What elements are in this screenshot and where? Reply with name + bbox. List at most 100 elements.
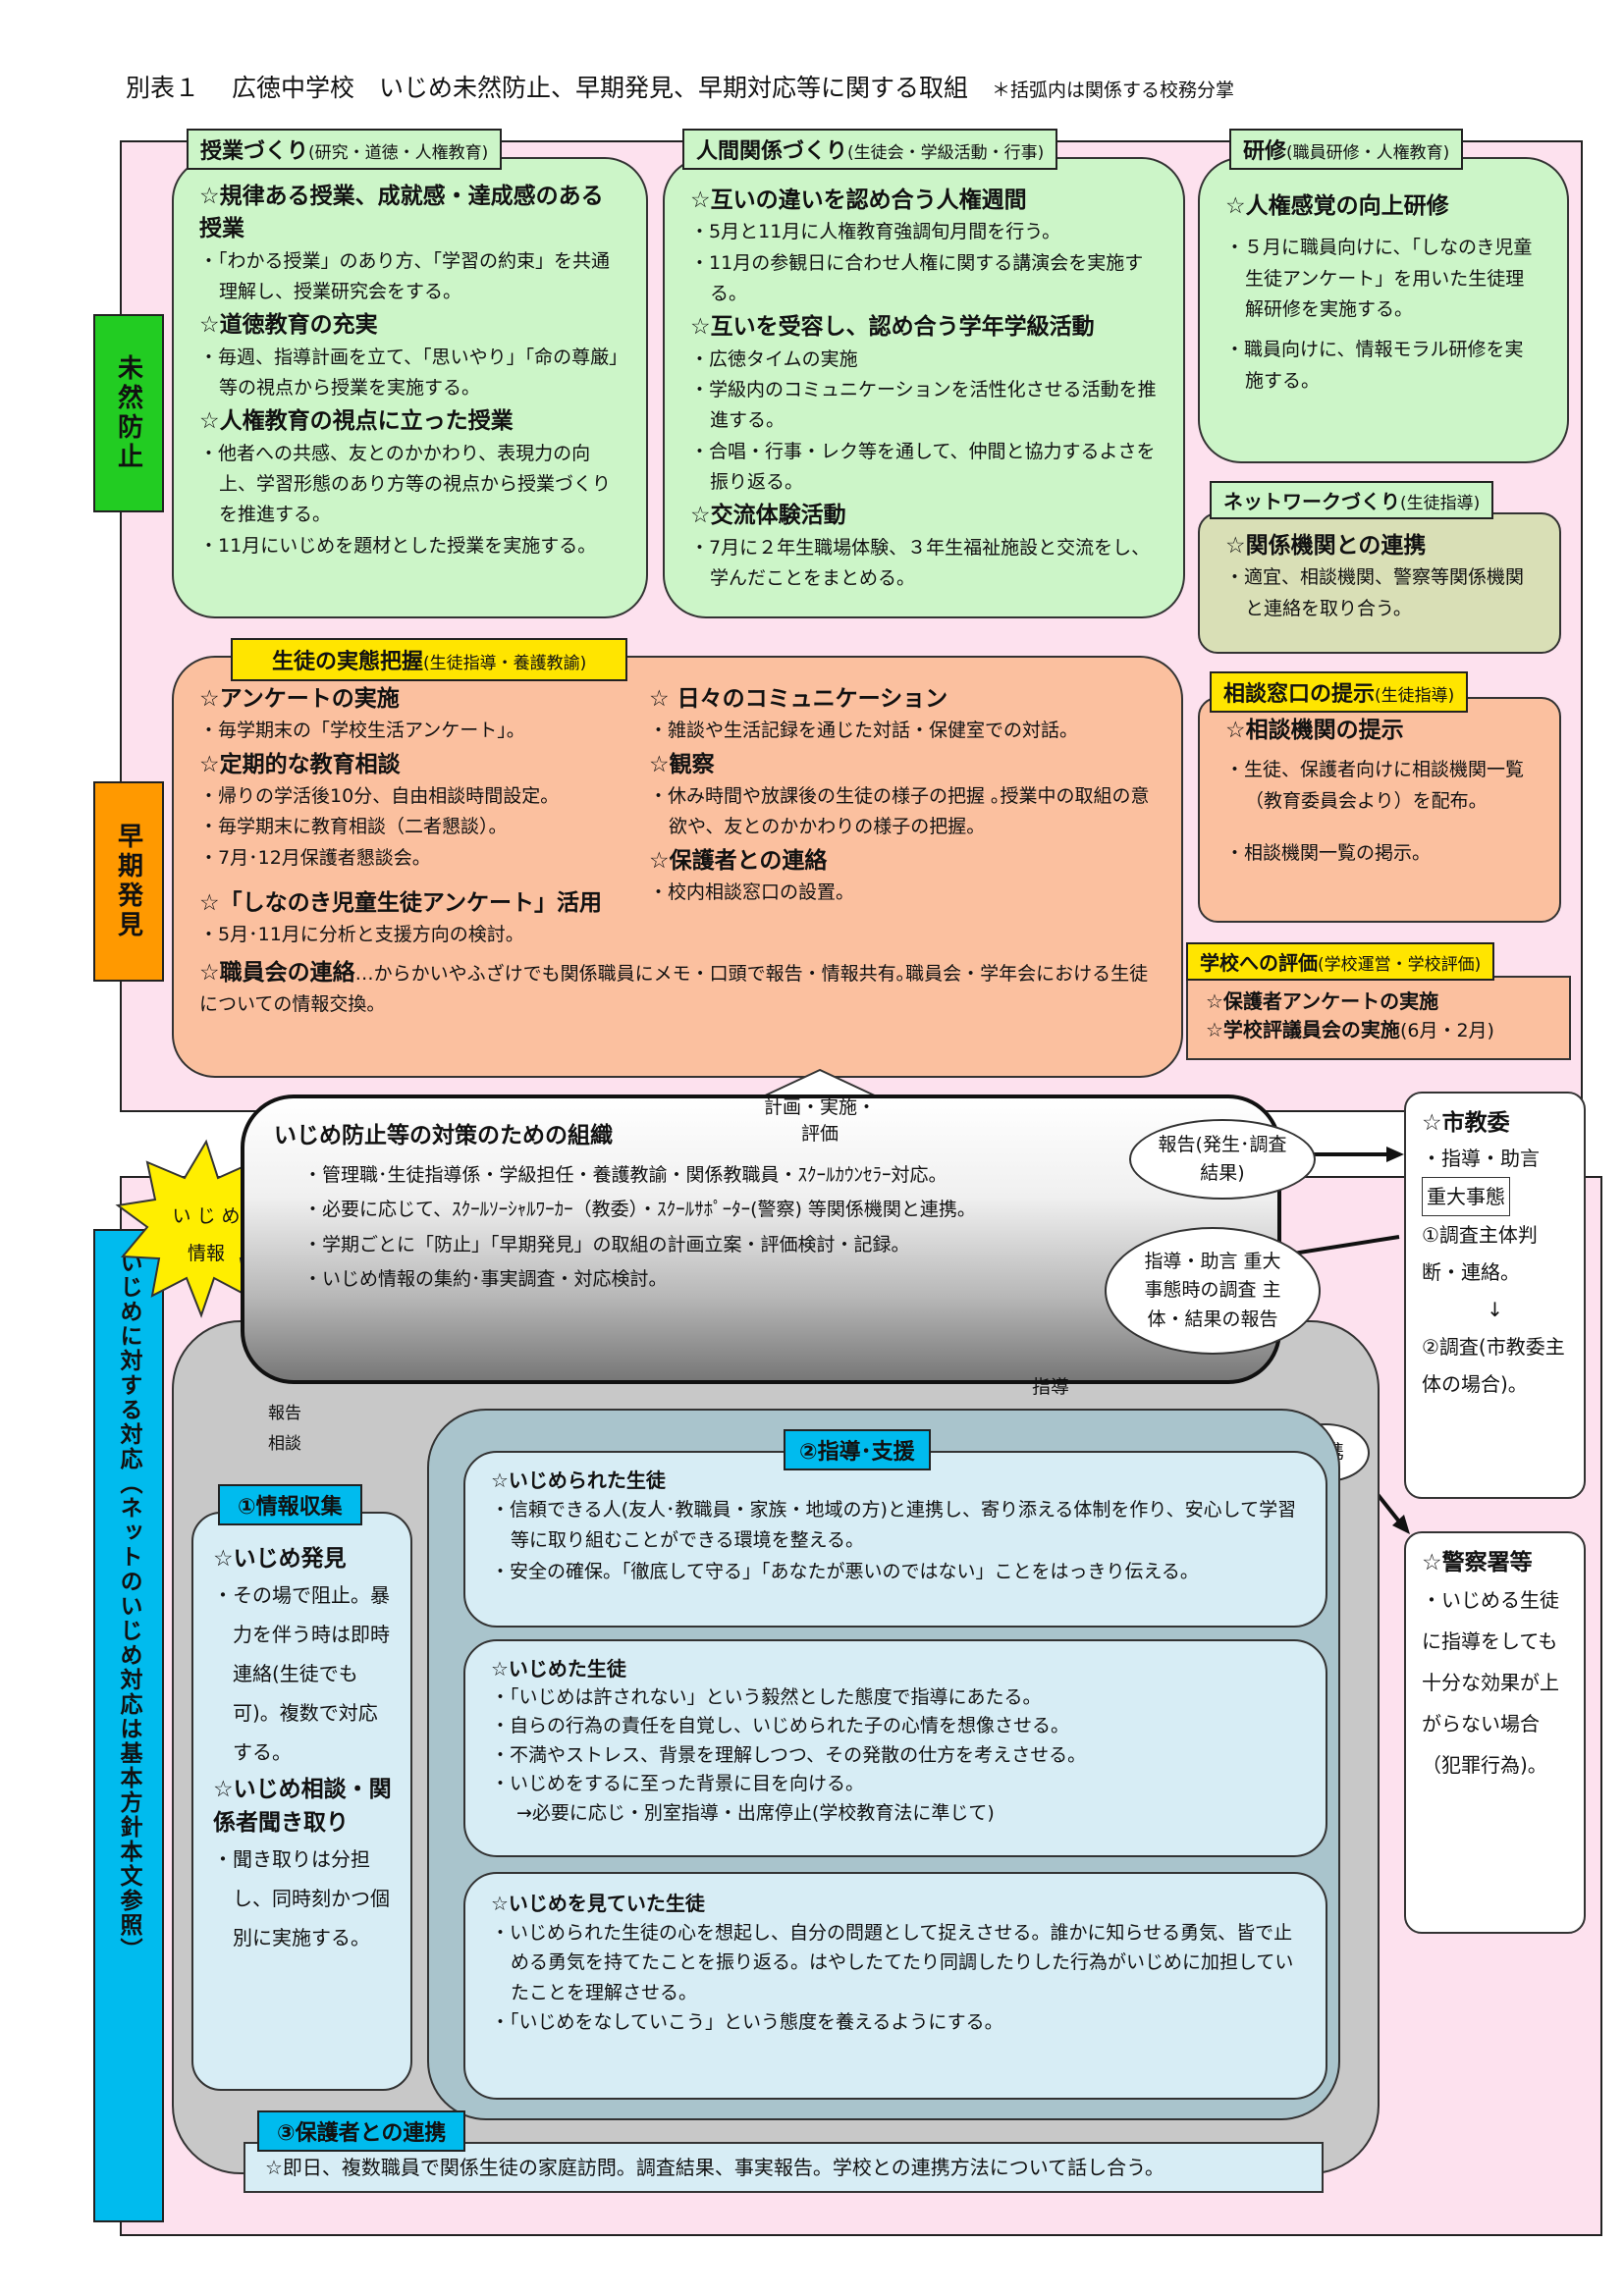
parents-item-1: ☆即日、複数職員で関係生徒の家庭訪問。調査結果、事実報告。学校との連携方法につい…	[265, 2156, 1164, 2179]
victim-box: ☆いじめられた生徒 信頼できる人(友人･教職員・家族・地域の方)と連携し、寄り添…	[463, 1451, 1327, 1628]
title-note: ＊括弧内は関係する校務分掌	[991, 80, 1234, 101]
situation-item-7: 休み時間や放課後の生徒の様子の把握 ｡授業中の取組の意欲や、友とのかかわりの様子…	[649, 781, 1156, 843]
training-header-sub: (職員研修・人権教育)	[1286, 143, 1450, 163]
evaluation-header-sub: (学校運営・学校評価)	[1318, 955, 1482, 975]
bully-heading: ☆いじめた生徒	[491, 1657, 626, 1681]
bully-item-4: いじめをするに至った背景に目を向ける。	[491, 1770, 1300, 1798]
info-header: ①情報収集	[218, 1484, 362, 1525]
bystander-item-2: 「いじめをなしていこう」という態度を養えるようにする。	[491, 2007, 1300, 2037]
lessons-item-1: 「わかる授業」のあり方、「学習の約束」を共通理解し、授業研究会をする。	[199, 246, 621, 308]
city-board-heading: ☆市教委	[1422, 1110, 1510, 1136]
info-item-2: 聞き取りは分担し、同時刻かつ個別に実施する。	[213, 1840, 393, 1957]
consult-header: 相談窓口の提示(生徒指導)	[1210, 671, 1469, 713]
situation-item-2: 帰りの学活後10分、自由相談時間設定。	[199, 781, 631, 812]
situation-header-sub: (生徒指導・養護教諭)	[423, 654, 587, 673]
bully-box: ☆いじめた生徒 「いじめは許されない」という毅然とした態度で指導にあたる。 自ら…	[463, 1639, 1327, 1857]
situation-heading-5: ☆ 日々のコミュニケーション	[649, 686, 948, 712]
bystander-box: ☆いじめを見ていた生徒 いじめられた生徒の心を想起し、自分の問題として捉えさせる…	[463, 1872, 1327, 2100]
bystander-item-1: いじめられた生徒の心を想起し、自分の問題として捉えさせる。誰かに知らせる勇気、皆…	[491, 1918, 1300, 2007]
relations-header-title: 人間関係づくり	[696, 139, 848, 164]
lessons-item-2: 毎週、指導計画を立て、「思いやり」「命の尊厳」等の視点から授業を実施する。	[199, 343, 621, 404]
info-heading-2: ☆いじめ相談・関係者聞き取り	[213, 1777, 392, 1836]
side-label-early-detection: 早期発見	[93, 781, 164, 982]
consult-box: ☆相談機関の提示 生徒、保護者向けに相談機関一覧（教育委員会より）を配布。 相談…	[1198, 697, 1561, 923]
training-item-2: 職員向けに、情報モラル研修を実施する。	[1225, 335, 1542, 397]
network-header: ネットワークづくり(生徒指導)	[1210, 481, 1494, 519]
situation-box: ☆アンケートの実施 毎学期末の「学校生活アンケート」。 ☆定期的な教育相談 帰り…	[172, 656, 1183, 1078]
lessons-header-title: 授業づくり	[200, 139, 309, 164]
situation-heading-6: ☆観察	[649, 751, 715, 777]
consult-item-1: 生徒、保護者向けに相談機関一覧（教育委員会より）を配布。	[1225, 755, 1534, 817]
city-board-arrow: ↓	[1487, 1298, 1503, 1322]
consult-item-2: 相談機関一覧の掲示。	[1225, 838, 1534, 869]
report-arrow-label-2: 相談	[268, 1433, 301, 1454]
lessons-heading-1: ☆規律ある授業、成就感・達成感のある授業	[199, 184, 604, 242]
parents-header: ③保護者との連携	[257, 2110, 466, 2152]
situation-item-8: 校内相談窓口の設置。	[649, 878, 1156, 908]
report-arrow-head	[1386, 1147, 1404, 1162]
relations-header: 人間関係づくり(生徒会・学級活動・行事)	[682, 129, 1058, 170]
lessons-item-4: 11月にいじめを題材とした授業を実施する。	[199, 531, 621, 561]
evaluation-item-2: ☆学校評議員会の実施	[1206, 1018, 1400, 1041]
police-box: ☆警察署等 ・いじめる生徒に指導をしても十分な効果が上がらない場合（犯罪行為)。	[1404, 1531, 1586, 1934]
relations-header-sub: (生徒会・学級活動・行事)	[847, 143, 1045, 163]
relations-item-3: 広徳タイムの実施	[690, 345, 1158, 375]
info-item-1: その場で阻止。暴力を伴う時は即時連絡(生徒でも可)。複数で対応する。	[213, 1575, 393, 1772]
organization-title: いじめ防止等の対策のための組織	[274, 1123, 613, 1148]
victim-item-1: 信頼できる人(友人･教職員・家族・地域の方)と連携し、寄り添える体制を作り、安心…	[491, 1495, 1300, 1557]
guidance-bubble: 指導・助言 重大事態時の調査 主体・結果の報告	[1105, 1227, 1321, 1355]
evaluation-header-title: 学校への評価	[1200, 951, 1318, 975]
training-header: 研修(職員研修・人権教育)	[1229, 129, 1464, 170]
lessons-box: ☆規律ある授業、成就感・達成感のある授業 「わかる授業」のあり方、「学習の約束」…	[172, 157, 648, 618]
side-label-prevention: 未然防止	[93, 314, 164, 512]
situation-item-1: 毎学期末の「学校生活アンケート」。	[199, 716, 631, 746]
relations-box: ☆互いの違いを認め合う人権週間 5月と11月に人権教育強調旬月間を行う。 11月…	[663, 157, 1185, 618]
bully-item-1: 「いじめは許されない」という毅然とした態度で指導にあたる。	[491, 1683, 1300, 1712]
bully-item-5: →必要に応じ・別室指導・出席停止(学校教育法に準じて)	[516, 1801, 995, 1824]
bully-item-3: 不満やストレス、背景を理解しつつ、その発散の仕方を考えさせる。	[491, 1741, 1300, 1770]
city-board-item-1: ・指導・助言	[1422, 1147, 1540, 1171]
burst-label-2: 情報	[187, 1243, 225, 1264]
organization-box: いじめ防止等の対策のための組織 管理職･生徒指導係・学級担任・養護教諭・関係教職…	[241, 1095, 1281, 1384]
city-board-item-4: ②調査(市教委主体の場合)。	[1422, 1335, 1565, 1397]
organization-item-3: 学期ごとに「防止」「早期発見」の取組の計画立案・評価検討・記録。	[303, 1228, 1238, 1262]
bully-item-2: 自らの行為の責任を自覚し、いじめられた子の心情を想像させる。	[491, 1712, 1300, 1740]
situation-item-6: 雑談や生活記録を通じた対話・保健室での対話。	[649, 716, 1156, 746]
situation-item-4: 7月･12月保護者懇談会。	[199, 843, 631, 874]
network-header-sub: (生徒指導)	[1400, 494, 1481, 513]
consult-header-sub: (生徒指導)	[1375, 686, 1455, 706]
situation-heading-4-detail: …からかいやふざけでも関係職員にメモ・口頭で報告・情報共有｡職員会・学年会におけ…	[199, 962, 1149, 1016]
relations-item-6: 7月に２年生職場体験、３年生福祉施設と交流をし、学んだことをまとめる。	[690, 533, 1158, 595]
lessons-item-3: 他者への共感、友とのかかわり、表現力の向上、学習形態のあり方等の視点から授業づく…	[199, 439, 621, 531]
situation-heading-2: ☆定期的な教育相談	[199, 751, 401, 777]
relations-item-5: 合唱・行事・レク等を通して、仲間と協力するよさを振り返る。	[690, 437, 1158, 499]
network-heading-1: ☆関係機関との連携	[1225, 533, 1427, 559]
plan-label: 計画・実施・評価	[763, 1096, 876, 1145]
victim-heading: ☆いじめられた生徒	[491, 1468, 666, 1492]
relations-heading-2: ☆互いを受容し、認め合う学年学級活動	[690, 314, 1095, 341]
city-board-item-2: 重大事態	[1422, 1177, 1510, 1217]
situation-item-5: 5月･11月に分析と支援方向の検討。	[199, 920, 631, 950]
situation-heading-3: ☆「しなのき児童生徒アンケート」活用	[199, 890, 603, 917]
organization-item-4: いじめ情報の集約･事実調査・対応検討。	[303, 1262, 1238, 1297]
organization-item-2: 必要に応じて、ｽｸｰﾙｿｰｼｬﾙﾜｰｶｰ（教委）・ｽｸｰﾙｻﾎﾟｰﾀｰ(警察) …	[303, 1193, 1238, 1227]
training-box: ☆人権感覚の向上研修 ５月に職員向けに、「しなのき児童生徒アンケート」を用いた生…	[1198, 157, 1569, 463]
training-heading-1: ☆人権感覚の向上研修	[1225, 193, 1449, 219]
situation-header: 生徒の実態把握(生徒指導・養護教諭)	[231, 638, 628, 681]
network-item-1: 適宜、相談機関、警察等関係機関と連絡を取り合う。	[1225, 562, 1534, 624]
report-arrow-label: 報告 相談	[257, 1399, 312, 1459]
police-heading: ☆警察署等	[1422, 1550, 1533, 1575]
consult-heading-1: ☆相談機関の提示	[1225, 718, 1404, 743]
training-item-1: ５月に職員向けに、「しなのき児童生徒アンケート」を用いた生徒理解研修を実施する。	[1225, 233, 1542, 325]
relations-heading-1: ☆互いの違いを認め合う人権週間	[690, 187, 1027, 213]
victim-item-2: 安全の確保。「徹底して守る」「あなたが悪いのではない」ことをはっきり伝える。	[491, 1557, 1300, 1587]
lessons-heading-2: ☆道徳教育の充実	[199, 312, 378, 339]
support-header: ②指導･支援	[784, 1429, 931, 1470]
burst-label: い じ め 情報	[147, 1198, 265, 1272]
burst-label-1: い じ め	[172, 1205, 241, 1227]
relations-item-1: 5月と11月に人権教育強調旬月間を行う。	[690, 217, 1158, 247]
guidance-arrow-label: 指導	[1031, 1376, 1069, 1398]
city-board-box: ☆市教委 ・指導・助言 重大事態 ①調査主体判断・連絡。 ↓ ②調査(市教委主体…	[1404, 1092, 1586, 1499]
police-item-1: ・いじめる生徒に指導をしても十分な効果が上がらない場合（犯罪行為)。	[1422, 1588, 1559, 1778]
situation-heading-4: ☆職員会の連絡	[199, 959, 355, 986]
